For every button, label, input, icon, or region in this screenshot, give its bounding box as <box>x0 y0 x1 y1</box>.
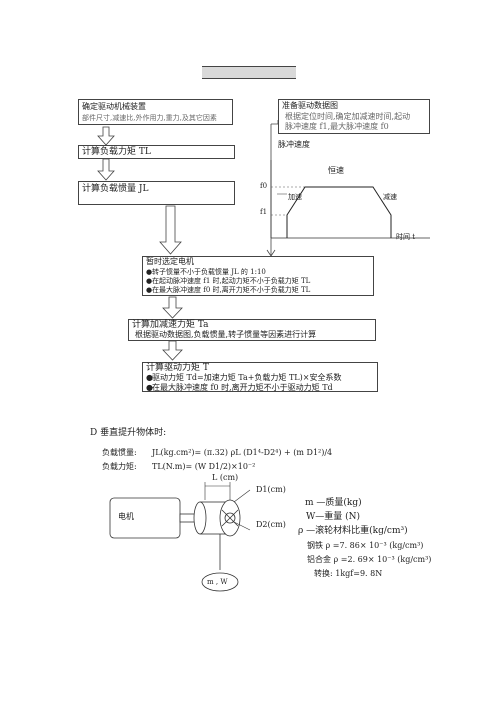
legend-weight: W—重量 (N) <box>306 512 361 522</box>
arrow-3 <box>159 205 182 255</box>
box5-bullet3: ●在最大脉冲速度 f0 时,离开力矩不小于负载力矩 TL <box>146 286 311 294</box>
box5-bullet1: ●转子惯量不小于负载惯量 JL 的 1:10 <box>146 268 266 276</box>
dim-D2-label: D2(cm) <box>256 520 286 529</box>
inertia-formula: JL(kg.cm²)= (π.32) ρL (D1⁴-D2⁴) + (m D1²… <box>152 448 333 457</box>
arrow-1 <box>97 126 115 146</box>
box4-title: 准备驱动数据图 <box>282 101 338 110</box>
legend-steel: 钢铁 ρ =7. 86× 10⁻³ (kg/cm³) <box>307 541 424 550</box>
box4-line2: 脉冲速度 f1,最大脉冲速度 f0 <box>285 122 389 131</box>
box5-title: 暂时选定电机 <box>146 257 194 266</box>
pulse-speed-graph <box>270 160 430 239</box>
graph-decel-label: 减速 <box>383 193 397 201</box>
box1-title: 确定驱动机械装置 <box>82 102 146 111</box>
motor-label: 电机 <box>118 512 134 521</box>
weight-mass <box>201 572 239 592</box>
box-drive-torque: 计算驱动力矩 T ●驱动力矩 Td=加速力矩 Ta+负载力矩 TL)×安全系数 … <box>142 362 378 392</box>
arrow-2 <box>97 158 115 181</box>
box6-title: 计算加减速力矩 Ta <box>132 320 209 330</box>
graph-xlabel: 时间 t <box>396 233 416 241</box>
box-accel-torque: 计算加减速力矩 Ta 根据驱动数据图,负载惯量,转子惯量等因素进行计算 <box>128 319 376 341</box>
torque-label: 负载力矩: <box>102 462 137 471</box>
mass-label: m , W <box>207 578 228 586</box>
dim-L-label: L (cm) <box>212 473 239 482</box>
box-define-mechanism: 确定驱动机械装置 部件尺寸,减速比,外作用力,重力,及其它因素 <box>78 99 233 125</box>
arrow-4 <box>162 296 183 319</box>
legend-aluminum: 铝合金 ρ =2. 69× 10⁻³ (kg/cm³) <box>307 555 432 564</box>
torque-formula: TL(N.m)= (W D1/2)×10⁻² <box>152 462 256 471</box>
graph-const-label: 恒速 <box>328 166 344 175</box>
box-select-motor: 暂时选定电机 ●转子惯量不小于负载惯量 JL 的 1:10 ●在起动脉冲速度 f… <box>142 256 374 296</box>
graph-ylabel: 脉冲速度 <box>278 140 310 149</box>
box-load-inertia: 计算负载惯量 JL <box>78 181 235 205</box>
arrow-5 <box>162 340 183 361</box>
graph-f1-label: f1 <box>260 208 268 216</box>
legend-density: ρ —滚轮材料比重(kg/cm³) <box>298 526 408 536</box>
inertia-label: 负载惯量: <box>102 448 137 457</box>
section-header-bar <box>202 66 296 79</box>
legend-mass: m —质量(kg) <box>305 498 362 508</box>
dim-D1-label: D1(cm) <box>256 485 286 494</box>
lift-heading: D 垂直提升物体时: <box>90 428 167 438</box>
box1-sub: 部件尺寸,减速比,外作用力,重力,及其它因素 <box>82 114 217 122</box>
box-drive-data: 准备驱动数据图 根据定位时间,确定加减速时间,起动 脉冲速度 f1,最大脉冲速度… <box>278 99 430 134</box>
graph-accel-label: 加速 <box>288 193 302 201</box>
box-load-torque: 计算负载力矩 TL <box>78 145 235 159</box>
box3-title: 计算负载惯量 JL <box>82 184 149 194</box>
box7-title: 计算驱动力矩 T <box>146 363 209 373</box>
box6-sub: 根据驱动数据图,负载惯量,转子惯量等因素进行计算 <box>135 330 317 339</box>
legend-conversion: 转换: 1kgf=9. 8N <box>314 569 383 578</box>
box7-bullet1: ●驱动力矩 Td=加速力矩 Ta+负载力矩 TL)×安全系数 <box>146 373 342 382</box>
box7-bullet2: ●在最大脉冲速度 f0 时,离开力矩不小于驱动力矩 Td <box>146 383 333 392</box>
box4-line1: 根据定位时间,确定加减速时间,起动 <box>285 112 411 121</box>
lift-diagram <box>109 482 251 592</box>
graph-f0-label: f0 <box>260 182 268 190</box>
box2-title: 计算负载力矩 TL <box>82 147 151 157</box>
box5-bullet2: ●在起动脉冲速度 f1 时,起动力矩不小于负载力矩 TL <box>146 277 311 285</box>
